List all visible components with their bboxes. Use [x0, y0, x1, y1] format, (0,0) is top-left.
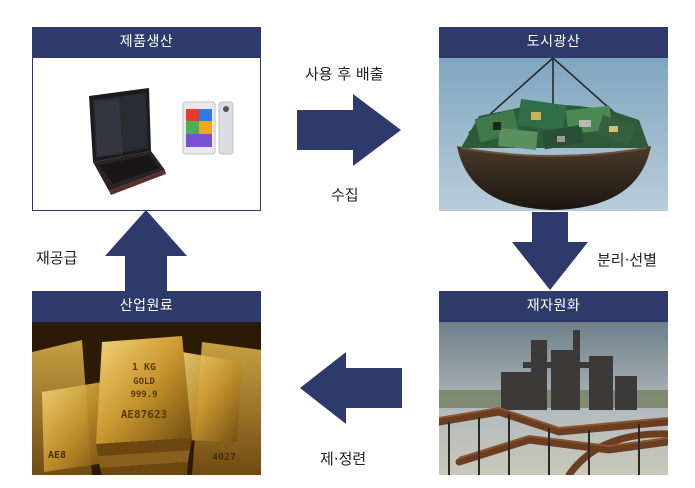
factory-icon: [501, 330, 637, 410]
panel-image-urban-mine: [439, 58, 668, 211]
scale-with-circuit-boards-illustration: [439, 58, 668, 211]
flow-label-sort: 분리·선별: [597, 251, 657, 269]
circuit-board-pile: [461, 98, 649, 150]
panel-title-urban-mine: 도시광산: [439, 27, 668, 58]
arrow-left-icon: [300, 352, 402, 424]
panel-product-production: 제품생산: [32, 27, 261, 211]
panel-urban-mine: 도시광산: [439, 27, 668, 211]
panel-industrial-raw-material: 산업원료: [32, 291, 261, 475]
gold-bars-illustration: 1 KG GOLD 999.9 AE87623 AE8 4027: [32, 322, 261, 475]
laptop-phone-illustration: [89, 88, 234, 195]
gold-bar-metal: GOLD: [133, 377, 155, 387]
gold-bar-serial-right: 4027: [212, 452, 236, 463]
industrial-plant-illustration: [439, 322, 668, 475]
arrow-down-icon: [512, 212, 588, 290]
panel-title-product: 제품생산: [32, 27, 261, 58]
panel-title-recycled: 재자원화: [439, 291, 668, 322]
gold-bar: [96, 336, 192, 444]
arrow-up-icon: [105, 210, 187, 291]
smartphone-icon: [182, 101, 234, 155]
flow-label-discharge: 사용 후 배출: [305, 65, 384, 83]
gold-bar-purity: 999.9: [130, 390, 157, 400]
flow-label-refine: 제·정련: [320, 450, 367, 468]
arrow-right-icon: [297, 94, 401, 166]
panel-re-resourcing: 재자원화: [439, 291, 668, 475]
flow-label-collect: 수집: [331, 186, 359, 204]
gold-bar-serial-left: AE8: [48, 450, 66, 461]
gold-bar-weight: 1 KG: [132, 362, 156, 373]
panel-title-industrial: 산업원료: [32, 291, 261, 322]
panel-image-product: [32, 58, 261, 211]
laptop-icon: [89, 88, 166, 195]
scale-bowl: [457, 146, 651, 210]
gold-bar-serial: AE87623: [121, 408, 167, 421]
panel-image-factory: [439, 322, 668, 475]
panel-image-gold-bars: 1 KG GOLD 999.9 AE87623 AE8 4027: [32, 322, 261, 475]
flow-label-resupply: 재공급: [36, 249, 78, 267]
